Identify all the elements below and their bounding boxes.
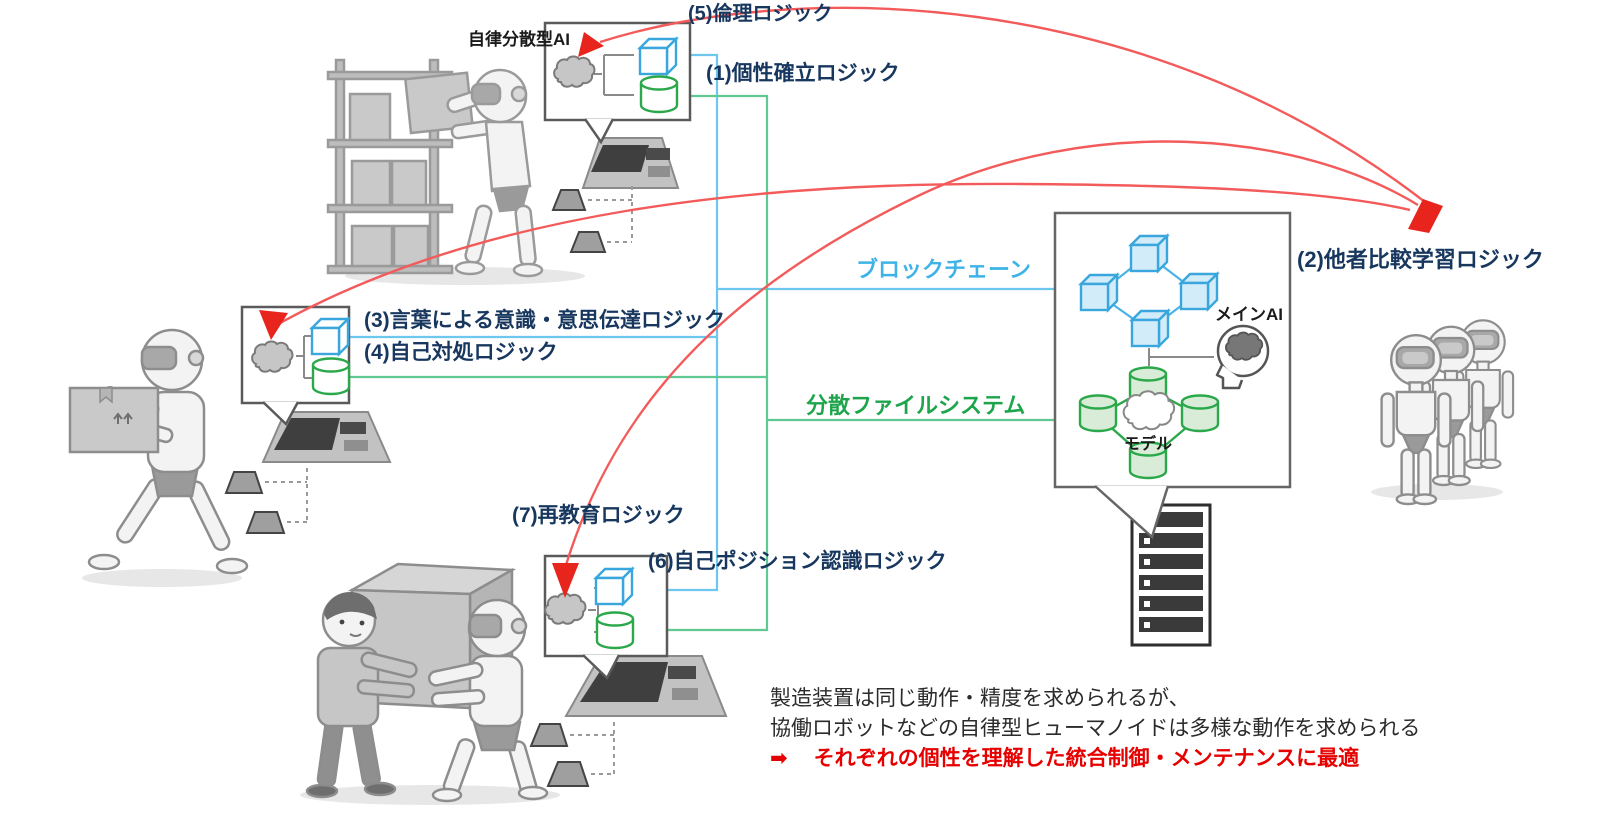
machine-1 <box>581 137 680 189</box>
storage-cylinder-icon <box>639 75 679 114</box>
label-self-handling-logic: (4)自己対処ロジック <box>364 341 558 364</box>
blockchain-cube-icon <box>594 567 634 606</box>
flow-curve-bottom-robot <box>564 140 1419 566</box>
blockchain-connection-lines <box>350 53 1082 592</box>
label-individuality-logic: (1)個性確立ロジック <box>706 62 900 85</box>
label-reeducation-logic: (7)再教育ロジック <box>512 504 685 527</box>
blockchain-cube-icon <box>638 37 678 76</box>
blockchain-node-icon <box>1130 309 1170 348</box>
label-blockchain: ブロックチェーン <box>856 257 1031 282</box>
label-verbal-communication-logic: (3)言葉による意識・意思伝達ロジック <box>364 309 726 332</box>
right-arrow-icon: ➡ <box>770 747 788 770</box>
flow-curve-ethics <box>599 6 1426 203</box>
ai-bubble-1 <box>543 21 692 145</box>
server-rack-icon <box>1130 503 1212 647</box>
shelf-robot-illustration <box>326 58 585 285</box>
brain-icon <box>553 55 596 88</box>
blockchain-node-icon <box>1079 273 1119 312</box>
blockchain-node-icon <box>1179 272 1219 311</box>
red-arrowheads <box>259 32 1443 598</box>
human-robot-lifting-illustration <box>300 562 560 805</box>
dfs-node-icon <box>1078 394 1118 433</box>
floor-markers-3 <box>529 722 615 787</box>
label-ethics-logic: (5)倫理ロジック <box>688 3 833 25</box>
label-main-ai: メインAI <box>1215 305 1283 324</box>
ai-bubble-2 <box>240 305 351 427</box>
arrowhead-bubble-1 <box>578 32 604 57</box>
storage-cylinder-icon <box>311 357 351 396</box>
label-comparative-learning-logic: (2)他者比較学習ロジック <box>1297 247 1544 272</box>
arrowhead-bubble-3 <box>552 563 579 598</box>
main-ai-head-icon <box>1215 324 1270 390</box>
label-model: モデル <box>1124 436 1173 453</box>
brain-icon <box>251 340 294 373</box>
brain-icon <box>544 592 587 625</box>
storage-cylinder-icon <box>595 611 635 650</box>
learning-flow-arrows <box>272 6 1426 566</box>
walking-robot-illustration <box>68 328 249 587</box>
note-line-1: 製造装置は同じ動作・精度を求められるが、 <box>770 687 1190 710</box>
note-conclusion: ➡ それぞれの個性を理解した統合制御・メンテナンスに最適 <box>770 742 1359 772</box>
dfs-connection-lines <box>350 94 1086 632</box>
model-brain-icon <box>1122 390 1176 431</box>
dfs-node-icon <box>1180 394 1220 433</box>
machine-3 <box>564 655 728 717</box>
robot-group-illustration <box>1371 319 1515 506</box>
floor-markers-1 <box>551 186 633 253</box>
note-line-2: 協働ロボットなどの自律型ヒューマノイドは多様な動作を求められる <box>770 717 1421 740</box>
floor-markers-2 <box>224 468 308 534</box>
system-label: 自律分散型AI <box>468 30 570 49</box>
blockchain-node-icon <box>1129 234 1169 273</box>
machine-2 <box>261 411 392 463</box>
main-ai-bubble <box>1053 211 1292 540</box>
label-self-position-logic: (6)自己ポジション認識ロジック <box>648 550 947 573</box>
note-conclusion-text: それぞれの個性を理解した統合制御・メンテナンスに最適 <box>813 747 1360 770</box>
blockchain-cube-icon <box>310 317 350 356</box>
label-dfs: 分散ファイルシステム <box>806 393 1026 418</box>
flow-curve-left-robot <box>272 182 1411 329</box>
arrowhead-bubble-2 <box>259 310 288 340</box>
arrowhead-compare-learning <box>1408 199 1443 233</box>
